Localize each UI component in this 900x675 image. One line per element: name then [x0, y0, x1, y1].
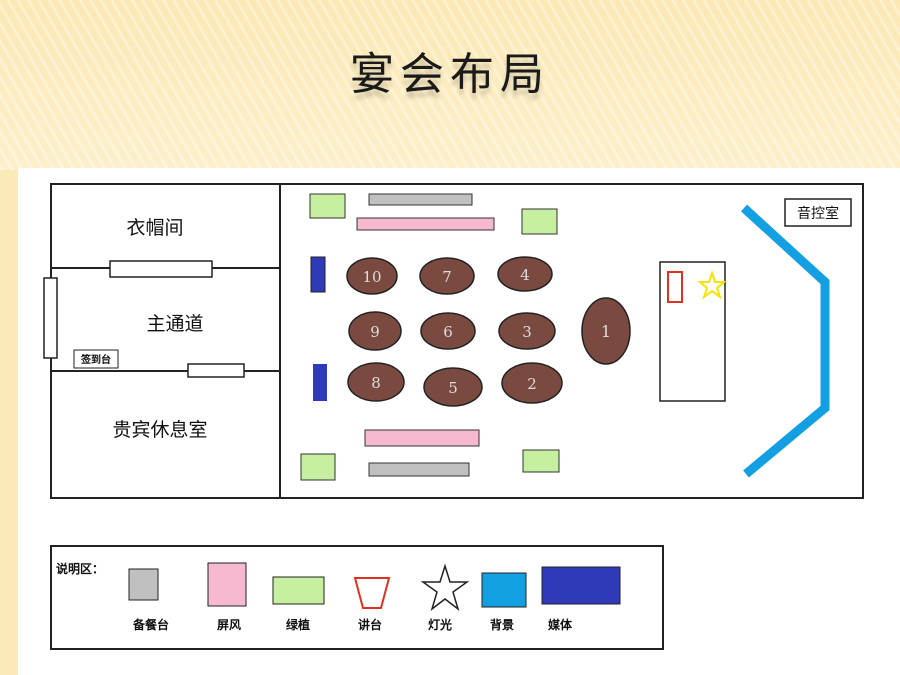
main-corridor-label: 主通道	[146, 313, 203, 335]
screen-bottom	[364, 429, 480, 447]
service-table-top	[368, 193, 473, 206]
guest-tables: 10 7 4 9 6 3 8 5 2 1	[346, 256, 631, 407]
podium	[667, 271, 683, 303]
table-2-number: 2	[527, 375, 537, 393]
screen-top	[356, 217, 495, 231]
lounge-door	[187, 363, 245, 378]
control-room	[784, 198, 852, 227]
control-room-label: 音控室	[797, 205, 839, 222]
floor-plan-diagram: 衣帽间 主通道 贵宾休息室 签到台 音控室 10 7 4 9 6 3 8 5 2	[43, 183, 864, 650]
plant-4	[522, 449, 560, 473]
table-5-number: 5	[448, 379, 458, 397]
table-5	[423, 367, 483, 407]
plant-3	[300, 453, 336, 481]
main-entrance-door	[43, 277, 58, 359]
table-3-number: 3	[522, 323, 532, 341]
podium-icon	[353, 577, 391, 609]
table-8-number: 8	[371, 374, 381, 392]
table-2	[501, 362, 563, 404]
table-1-number: 1	[601, 322, 611, 341]
legend-plant-label: 绿植	[286, 617, 310, 632]
stage	[659, 261, 726, 402]
legend-heading: 说明区：	[56, 561, 104, 576]
plant-1	[309, 193, 346, 219]
table-6-number: 6	[443, 323, 453, 341]
legend-media-label: 媒体	[548, 617, 573, 632]
floor-plan-panel: 衣帽间 主通道 贵宾休息室 签到台 音控室 10 7 4 9 6 3 8 5 2	[18, 168, 900, 675]
table-6	[420, 312, 476, 350]
backdrop	[740, 204, 830, 478]
service-table-bottom	[368, 462, 470, 477]
backdrop-icon	[481, 572, 527, 608]
table-1-head	[581, 297, 631, 365]
legend-podium-label: 讲台	[358, 617, 382, 632]
legend-service-table-label: 备餐台	[132, 617, 169, 632]
vip-lounge-label: 贵宾休息室	[112, 419, 207, 441]
plant-icon	[272, 576, 325, 605]
service-table-icon	[128, 568, 159, 601]
star-icon	[420, 563, 470, 612]
screen-icon	[207, 562, 247, 607]
plant-2	[521, 208, 558, 235]
table-3	[498, 312, 556, 350]
stage-light-icon	[697, 269, 727, 300]
media-icon	[541, 566, 621, 605]
media-screen-2	[313, 364, 327, 401]
sign-in-desk	[73, 349, 119, 369]
page-title: 宴会布局	[350, 49, 550, 100]
table-4-number: 4	[520, 266, 530, 284]
cloakroom-door	[109, 260, 213, 278]
media-screen-1	[310, 256, 326, 293]
table-10	[346, 257, 398, 295]
legend-backdrop-label: 背景	[490, 617, 514, 632]
sign-in-label: 签到台	[80, 353, 111, 366]
table-4	[497, 256, 553, 292]
table-9	[348, 311, 402, 351]
table-7-number: 7	[442, 268, 452, 286]
table-10-number: 10	[362, 268, 381, 286]
table-7	[419, 257, 475, 295]
cloakroom-label: 衣帽间	[126, 217, 183, 239]
header-background	[0, 0, 900, 170]
table-8	[347, 362, 405, 402]
legend-screen-label: 屏风	[216, 618, 241, 632]
table-9-number: 9	[370, 323, 380, 341]
legend-light-label: 灯光	[428, 617, 452, 632]
